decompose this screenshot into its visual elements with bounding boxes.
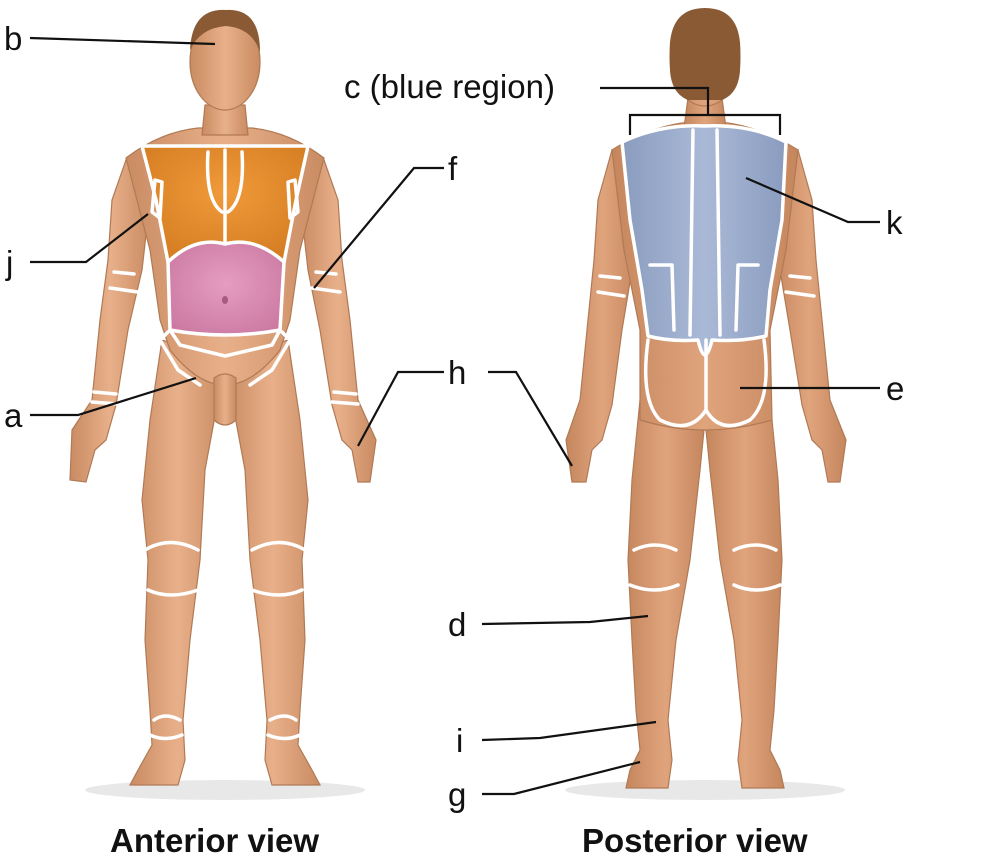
leader-g: [482, 760, 641, 796]
label-a: a: [4, 397, 23, 434]
posterior-view-caption: Posterior view: [582, 822, 808, 859]
dorsal-back-region: [620, 124, 788, 357]
label-d: d: [448, 606, 466, 643]
abdominal-region: [166, 240, 286, 337]
leader-a: [30, 376, 197, 417]
label-b: b: [4, 20, 22, 57]
leader-k: [745, 176, 880, 224]
anterior-figure: [69, 9, 377, 800]
leader-f: [313, 166, 444, 289]
posterior-figure: [565, 8, 847, 800]
label-h: h: [448, 354, 466, 391]
leader-j: [30, 213, 149, 264]
leader-lines: [29, 36, 880, 796]
leader-h: [357, 370, 573, 467]
leader-i: [481, 720, 657, 742]
anterior-view-caption: Anterior view: [110, 822, 319, 859]
labels: b j a f h c (blue region) k e d i g: [4, 20, 904, 813]
leader-b: [29, 36, 216, 46]
label-j: j: [5, 244, 13, 281]
label-g: g: [448, 776, 466, 813]
label-k: k: [886, 204, 903, 241]
label-c: c (blue region): [344, 68, 555, 105]
leader-d: [481, 614, 649, 626]
label-f: f: [448, 150, 458, 187]
label-i: i: [456, 722, 463, 759]
label-e: e: [886, 370, 904, 407]
leader-c-bracket: [600, 86, 782, 135]
